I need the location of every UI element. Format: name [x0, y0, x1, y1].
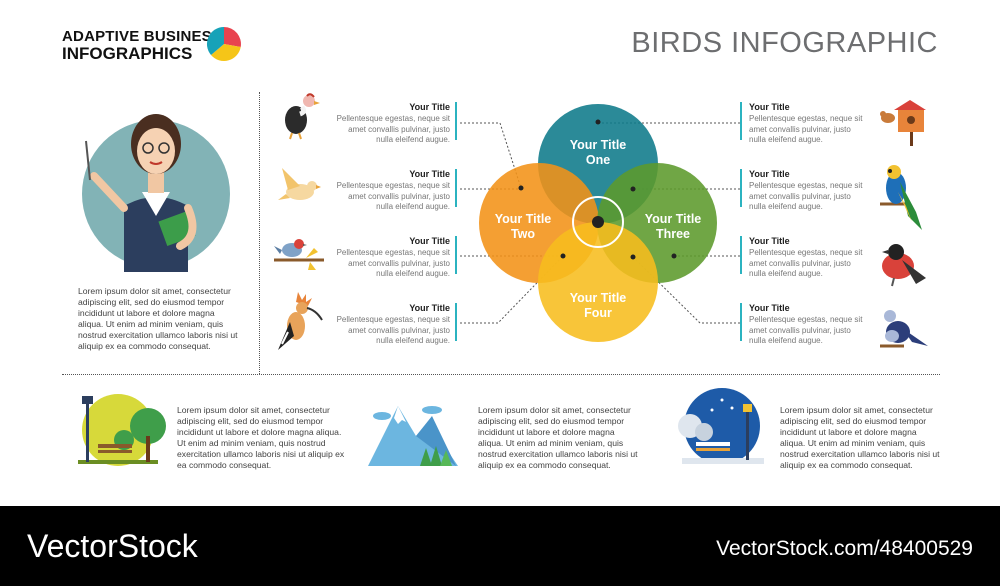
right-item-4: Your Title Pellentesque egestas, neque s…	[749, 303, 869, 347]
right-item-body: Pellentesque egestas, neque sit amet con…	[749, 248, 863, 278]
vulture-icon	[285, 93, 320, 140]
horizontal-divider	[62, 374, 940, 375]
right-item-2: Your Title Pellentesque egestas, neque s…	[749, 169, 869, 213]
right-item-1-tick	[740, 102, 742, 140]
winter-night-icon	[678, 388, 764, 464]
parrot-icon	[880, 165, 922, 230]
right-item-title: Your Title	[749, 102, 790, 112]
park-icon	[78, 394, 166, 466]
brand-logo-text: ADAPTIVE BUSINESS INFOGRAPHICS	[62, 28, 222, 62]
circle-three-subtitle: Three	[656, 227, 690, 241]
right-item-title: Your Title	[749, 169, 790, 179]
hoopoe-icon	[278, 292, 323, 350]
vertical-divider	[259, 92, 260, 374]
left-item-body: Pellentesque egestas, neque sit amet con…	[336, 114, 450, 144]
left-item-title: Your Title	[409, 236, 450, 246]
intro-paragraph: Lorem ipsum dolor sit amet, consectetur …	[78, 286, 238, 351]
right-item-3: Your Title Pellentesque egestas, neque s…	[749, 236, 869, 280]
pie-logo-icon	[206, 26, 241, 62]
right-item-2-tick	[740, 169, 742, 207]
brand-line-1: ADAPTIVE BUSINESS	[62, 28, 223, 45]
left-item-4: Your Title Pellentesque egestas, neque s…	[330, 303, 450, 347]
right-item-body: Pellentesque egestas, neque sit amet con…	[749, 315, 863, 345]
page-title: BIRDS INFOGRAPHIC	[631, 27, 938, 59]
right-item-title: Your Title	[749, 236, 790, 246]
bullfinch-icon	[882, 244, 926, 287]
left-item-2-tick	[455, 169, 457, 207]
venn-diagram: Your Title One Your Title Two Your Title…	[460, 104, 740, 342]
right-item-body: Pellentesque egestas, neque sit amet con…	[749, 181, 863, 211]
left-item-1-tick	[455, 102, 457, 140]
center-ring	[572, 196, 624, 248]
right-item-1: Your Title Pellentesque egestas, neque s…	[749, 102, 869, 146]
right-item-4-tick	[740, 303, 742, 341]
circle-one-subtitle: One	[586, 153, 610, 167]
circle-four-title: Your Title	[570, 291, 627, 305]
left-item-3: Your Title Pellentesque egestas, neque s…	[330, 236, 450, 280]
watermark-logo: VectorStock	[27, 528, 198, 564]
circle-two-subtitle: Two	[511, 227, 535, 241]
left-item-body: Pellentesque egestas, neque sit amet con…	[336, 315, 450, 345]
circle-two-title: Your Title	[495, 212, 552, 226]
circle-three-title: Your Title	[645, 212, 702, 226]
left-item-title: Your Title	[409, 169, 450, 179]
circle-four	[538, 222, 658, 342]
left-item-body: Pellentesque egestas, neque sit amet con…	[336, 181, 450, 211]
brand-line-2: INFOGRAPHICS	[62, 44, 193, 63]
circle-one-title: Your Title	[570, 138, 627, 152]
right-item-body: Pellentesque egestas, neque sit amet con…	[749, 114, 863, 144]
dove-icon	[278, 168, 321, 200]
right-item-title: Your Title	[749, 303, 790, 313]
teacher-icon	[82, 114, 230, 272]
center-dot	[592, 216, 604, 228]
left-item-1: Your Title Pellentesque egestas, neque s…	[330, 102, 450, 146]
bottom-text-3: Lorem ipsum dolor sit amet, consectetur …	[780, 405, 940, 470]
birdhouse-icon	[880, 100, 926, 146]
songbird-icon	[274, 239, 324, 270]
left-item-body: Pellentesque egestas, neque sit amet con…	[336, 248, 450, 278]
right-item-3-tick	[740, 236, 742, 274]
bottom-text-1: Lorem ipsum dolor sit amet, consectetur …	[177, 405, 345, 470]
left-item-3-tick	[455, 236, 457, 274]
bottom-text-2: Lorem ipsum dolor sit amet, consectetur …	[478, 405, 638, 470]
left-item-2: Your Title Pellentesque egestas, neque s…	[330, 169, 450, 213]
left-item-title: Your Title	[409, 102, 450, 112]
footer-bar	[0, 506, 1000, 586]
watermark-id: VectorStock.com/48400529	[716, 537, 973, 560]
left-item-4-tick	[455, 303, 457, 341]
left-item-title: Your Title	[409, 303, 450, 313]
mountains-icon	[368, 406, 458, 466]
circle-four-subtitle: Four	[584, 306, 612, 320]
bluebird-icon	[880, 310, 928, 348]
